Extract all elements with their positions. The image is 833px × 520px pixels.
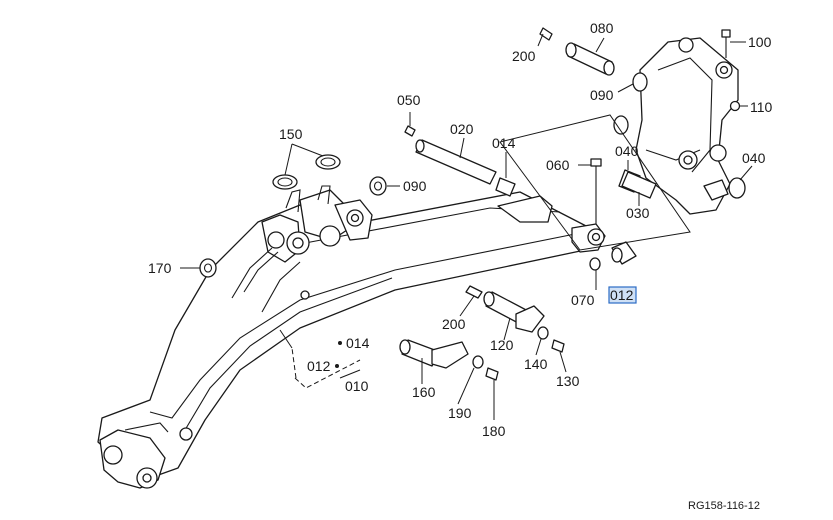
label-070[interactable]: 070 (571, 292, 595, 308)
label-080[interactable]: 080 (590, 20, 614, 36)
label-140[interactable]: 140 (524, 356, 548, 372)
boom-arm (97, 185, 606, 489)
label-120[interactable]: 120 (490, 337, 514, 353)
label-040-middle[interactable]: 040 (615, 143, 639, 159)
label-110[interactable]: 110 (750, 99, 773, 115)
label-020[interactable]: 020 (450, 121, 474, 137)
label-060[interactable]: 060 (546, 157, 570, 173)
label-150[interactable]: 150 (279, 126, 303, 142)
label-100[interactable]: 100 (748, 34, 772, 50)
part-labels: 200 080 100 090 110 050 020 150 014 040 … (148, 20, 773, 439)
label-200-top[interactable]: 200 (512, 48, 536, 64)
label-010[interactable]: 010 (345, 378, 369, 394)
label-014-lower[interactable]: 014 (346, 335, 370, 351)
label-090-left[interactable]: 090 (403, 178, 427, 194)
label-030[interactable]: 030 (626, 205, 650, 221)
label-190[interactable]: 190 (448, 405, 472, 421)
label-012-highlighted[interactable]: 012 (610, 287, 634, 303)
label-130[interactable]: 130 (556, 373, 580, 389)
swing-bracket (635, 37, 739, 215)
label-040-right[interactable]: 040 (742, 150, 766, 166)
leader-lines (180, 33, 753, 420)
group-dot-012 (335, 364, 339, 368)
label-200-lower[interactable]: 200 (442, 316, 466, 332)
highlight-box (608, 286, 637, 304)
label-090-top[interactable]: 090 (590, 87, 614, 103)
label-180[interactable]: 180 (482, 423, 506, 439)
pins-and-fasteners (199, 27, 746, 381)
label-170[interactable]: 170 (148, 260, 172, 276)
drawing-reference: RG158-116-12 (688, 500, 760, 512)
label-050[interactable]: 050 (397, 92, 421, 108)
label-160[interactable]: 160 (412, 384, 436, 400)
label-014-top[interactable]: 014 (492, 135, 516, 151)
group-dot-014 (338, 341, 342, 345)
label-012-lower[interactable]: 012 (307, 358, 331, 374)
